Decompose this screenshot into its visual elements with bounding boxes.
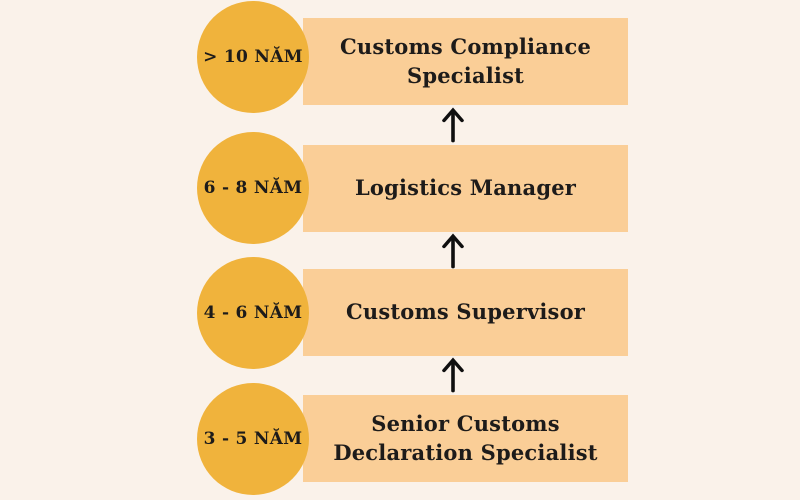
- level-years-badge: > 10 NĂM: [197, 1, 309, 113]
- level-years: 6 - 8 NĂM: [203, 178, 303, 198]
- level-title-bar: Customs Compliance Specialist: [303, 18, 628, 105]
- up-arrow-icon: [440, 107, 466, 143]
- level-title: Logistics Manager: [354, 175, 577, 201]
- level-years-badge: 6 - 8 NĂM: [197, 132, 309, 244]
- level-years: > 10 NĂM: [203, 47, 303, 67]
- level-title: Customs Supervisor: [345, 299, 586, 325]
- up-arrow-icon: [440, 233, 466, 269]
- level-years: 4 - 6 NĂM: [203, 303, 303, 323]
- level-title: Senior Customs Declaration Specialist: [333, 411, 598, 465]
- level-title-bar: Logistics Manager: [303, 145, 628, 232]
- level-years-badge: 4 - 6 NĂM: [197, 257, 309, 369]
- level-title-bar: Senior Customs Declaration Specialist: [303, 395, 628, 482]
- level-years-badge: 3 - 5 NĂM: [197, 383, 309, 495]
- level-years: 3 - 5 NĂM: [203, 429, 303, 449]
- up-arrow-icon: [440, 357, 466, 393]
- level-title-bar: Customs Supervisor: [303, 269, 628, 356]
- level-title: Customs Compliance Specialist: [339, 34, 592, 88]
